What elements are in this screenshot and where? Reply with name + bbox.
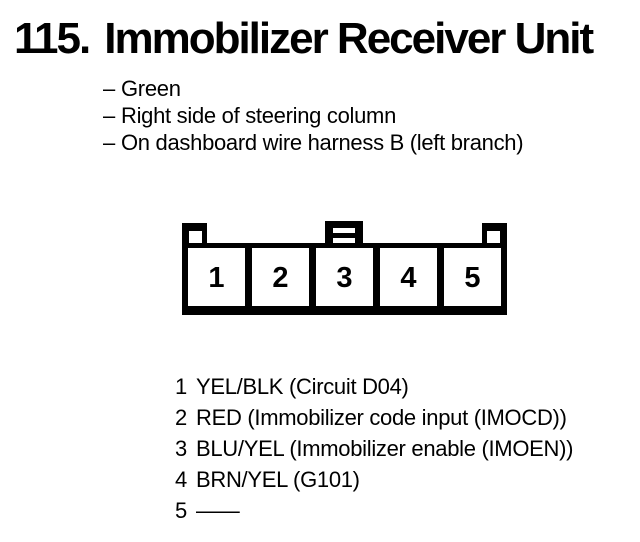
pinout-pin-number: 2: [175, 405, 187, 430]
detail-list: – Green – Right side of steering column …: [103, 75, 524, 156]
pinout-row-4: 4 BRN/YEL (G101): [175, 464, 573, 495]
pinout-description: BLU/YEL (Immobilizer enable (IMOEN)): [196, 436, 574, 461]
detail-text: On dashboard wire harness B (left branch…: [121, 130, 524, 155]
pinout-description: YEL/BLK (Circuit D04): [196, 374, 409, 399]
connector-pin-5: 5: [444, 248, 501, 306]
connector-pin-2: 2: [252, 248, 309, 306]
section-number: 115.: [14, 14, 91, 63]
pinout-row-2: 2 RED (Immobilizer code input (IMOCD)): [175, 402, 573, 433]
detail-item-color: – Green: [103, 75, 523, 102]
section-title: Immobilizer Receiver Unit: [104, 14, 594, 63]
page-title: 115. Immobilizer Receiver Unit: [14, 14, 594, 63]
detail-text: Green: [121, 76, 181, 101]
pinout-list: 1 YEL/BLK (Circuit D04) 2 RED (Immobiliz…: [175, 371, 573, 526]
dash-bullet: –: [103, 130, 115, 155]
connector-pin-3: 3: [316, 248, 373, 306]
pinout-description: ——: [196, 498, 240, 523]
pinout-row-5: 5 ——: [175, 495, 573, 526]
connector-diagram: 1 2 3 4 5: [182, 221, 507, 315]
pinout-row-3: 3 BLU/YEL (Immobilizer enable (IMOEN)): [175, 433, 573, 464]
corner-notch: [189, 231, 202, 243]
connector-pin-1: 1: [188, 248, 245, 306]
corner-notch: [487, 231, 500, 243]
latch-slot: [333, 228, 355, 233]
detail-item-location: – Right side of steering column: [103, 102, 523, 129]
dash-bullet: –: [103, 103, 115, 128]
pinout-description: BRN/YEL (G101): [196, 467, 360, 492]
pinout-pin-number: 1: [175, 374, 187, 399]
pinout-row-1: 1 YEL/BLK (Circuit D04): [175, 371, 573, 402]
pinout-pin-number: 5: [175, 498, 187, 523]
pinout-description: RED (Immobilizer code input (IMOCD)): [196, 405, 567, 430]
connector-pin-4: 4: [380, 248, 437, 306]
dash-bullet: –: [103, 76, 115, 101]
latch-slot: [333, 238, 355, 243]
pinout-pin-number: 4: [175, 467, 187, 492]
detail-text: Right side of steering column: [121, 103, 397, 128]
detail-item-harness: – On dashboard wire harness B (left bran…: [103, 129, 524, 156]
pinout-pin-number: 3: [175, 436, 187, 461]
connector-body: 1 2 3 4 5: [182, 243, 507, 315]
